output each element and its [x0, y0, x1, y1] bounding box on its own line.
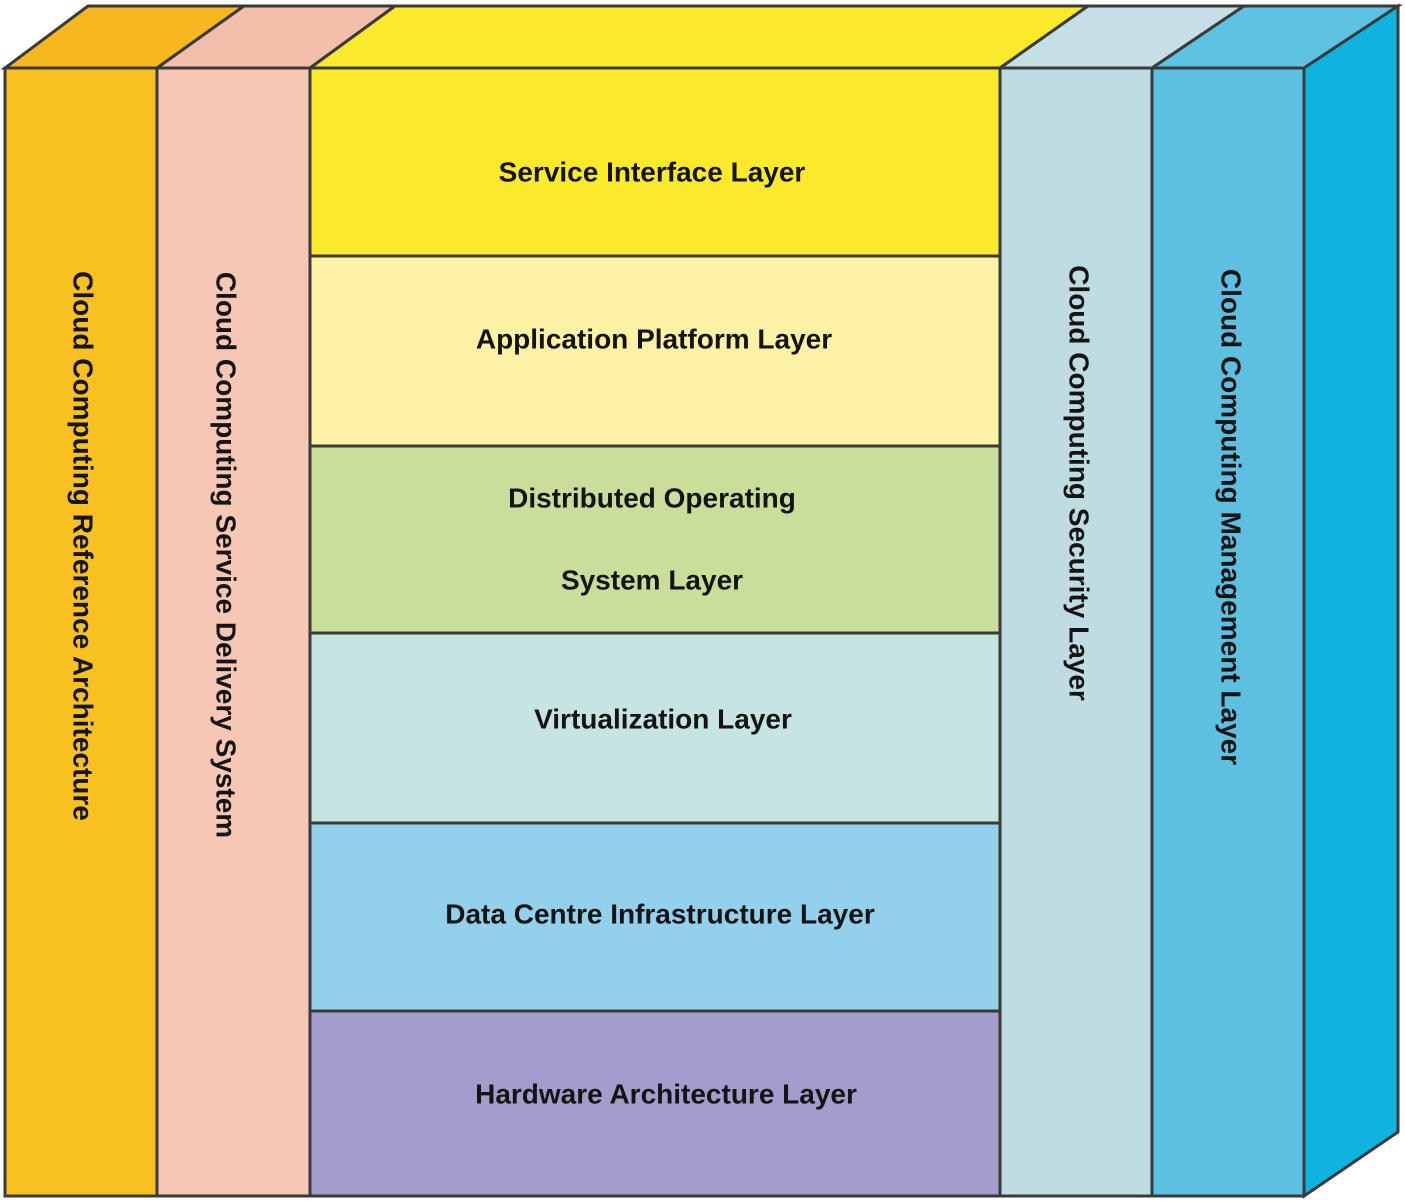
label-security-layer: Cloud Computing Security Layer	[1064, 265, 1095, 701]
layer-data-centre-infrastructure-label: Data Centre Infrastructure Layer	[445, 898, 875, 929]
column-service-delivery	[155, 66, 312, 1198]
layer-service-interface: Service Interface Layer	[308, 66, 1002, 258]
layer-stack: Service Interface Layer Application Plat…	[308, 66, 1002, 1198]
column-management-layer	[1150, 66, 1306, 1198]
label-management-layer: Cloud Computing Management Layer	[1216, 269, 1247, 765]
layer-distributed-os-box	[308, 444, 1002, 635]
layer-hardware-architecture-label: Hardware Architecture Layer	[475, 1078, 857, 1109]
side-face-management-layer	[1302, 3, 1400, 1199]
layer-virtualization: Virtualization Layer	[308, 631, 1002, 825]
layer-application-platform: Application Platform Layer	[308, 254, 1002, 448]
label-reference-architecture: Cloud Computing Reference Architecture	[68, 271, 99, 821]
column-reference-architecture	[3, 66, 159, 1198]
layer-hardware-architecture-box	[308, 1009, 1002, 1198]
layer-service-interface-label: Service Interface Layer	[499, 156, 806, 187]
column-security-layer	[998, 66, 1154, 1198]
layer-data-centre-infrastructure: Data Centre Infrastructure Layer	[308, 821, 1002, 1013]
layer-virtualization-label: Virtualization Layer	[534, 703, 792, 734]
top-face-layers	[305, 4, 1093, 70]
layer-service-interface-box	[308, 66, 1002, 258]
layer-distributed-os: Distributed Operating System Layer	[308, 444, 1002, 635]
label-service-delivery: Cloud Computing Service Delivery System	[211, 272, 242, 838]
layer-distributed-os-label-line2: System Layer	[561, 564, 743, 595]
layer-virtualization-box	[308, 631, 1002, 825]
layer-hardware-architecture: Hardware Architecture Layer	[308, 1009, 1002, 1198]
layer-application-platform-box	[308, 254, 1002, 448]
layer-distributed-os-label-line1: Distributed Operating	[508, 482, 796, 513]
layer-data-centre-infrastructure-box	[308, 821, 1002, 1013]
layer-application-platform-label: Application Platform Layer	[476, 323, 832, 354]
